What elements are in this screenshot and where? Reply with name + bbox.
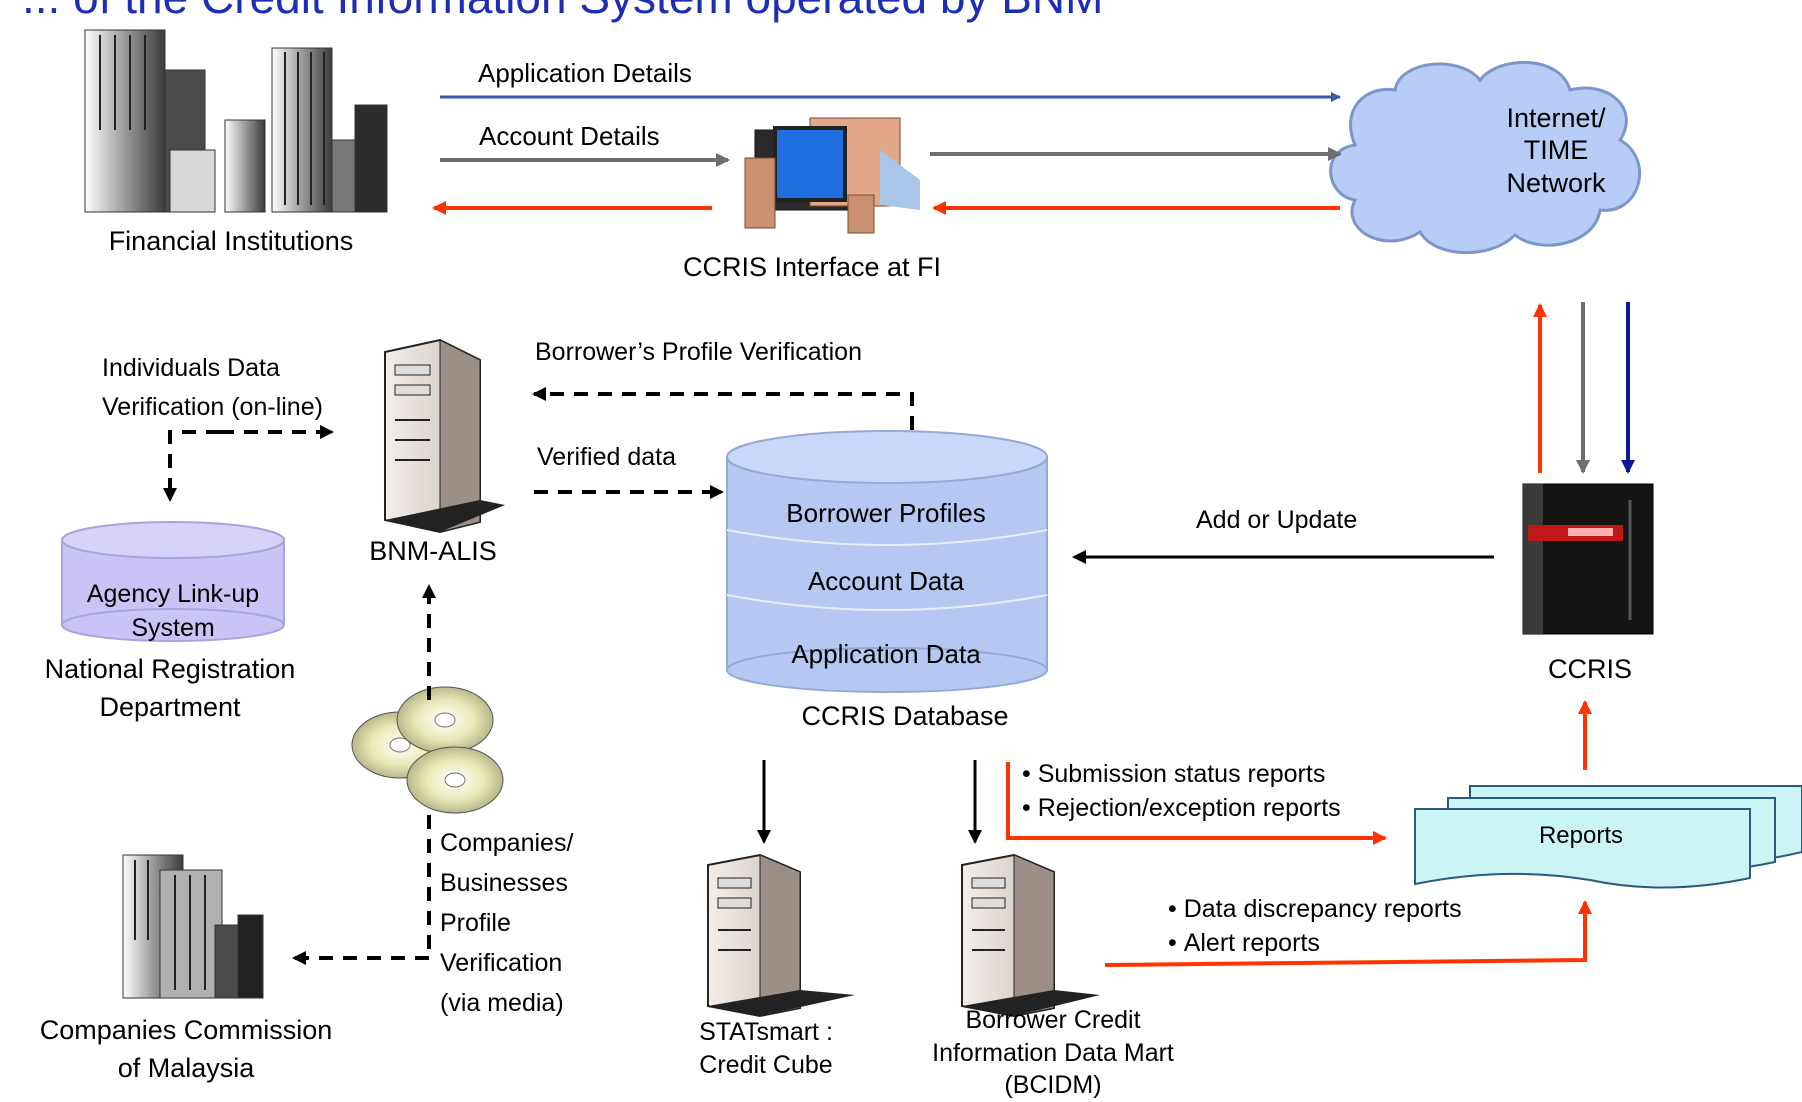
- companies-profile-verification-label: Companies/ Businesses Profile Verificati…: [440, 823, 573, 1023]
- individuals-data-verification-label: Individuals Data Verification (on-line): [102, 349, 323, 427]
- agency-link-up-label: Agency Link-up System: [87, 578, 259, 646]
- borrower-profile-verification-label: Borrower’s Profile Verification: [535, 338, 862, 366]
- submission-status-label: Submission status reports: [1022, 758, 1341, 792]
- bcidm-line-1: Borrower Credit: [965, 1006, 1141, 1034]
- agency-link-up-cylinder: [61, 521, 285, 642]
- db-application-data-label: Application Data: [791, 639, 981, 669]
- internet-line-3: Network: [1506, 167, 1606, 198]
- bcidm-line-2: Information Data Mart: [932, 1038, 1174, 1067]
- ccris-label: CCRIS: [1547, 654, 1633, 684]
- agency-line-2: System: [131, 613, 215, 642]
- internet-line-1: Internet/: [1506, 103, 1606, 133]
- indiv-line-1: Individuals Data: [102, 354, 280, 382]
- computer-terminal-icon: [744, 117, 920, 234]
- nrd-line-1: National Registration: [44, 654, 296, 684]
- internet-line-2: TIME: [1523, 135, 1589, 166]
- nrd-line-2: Department: [99, 691, 241, 722]
- companies-line-2: Businesses: [440, 869, 568, 897]
- ccris-database-label: CCRIS Database: [801, 701, 1009, 731]
- statsmart-line-2: Credit Cube: [699, 1050, 833, 1079]
- bcidm-server-icon: [961, 853, 1100, 1018]
- submission-reports-list: Submission status reports Rejection/exce…: [1022, 758, 1341, 826]
- statsmart-line-1: STATsmart :: [699, 1018, 833, 1046]
- reports-document-stack: [1414, 785, 1802, 889]
- account-details-label: Account Details: [479, 121, 660, 151]
- agency-line-1: Agency Link-up: [86, 580, 260, 608]
- internet-cloud-shape: [1329, 60, 1642, 255]
- verified-data-label: Verified data: [537, 443, 676, 471]
- companies-line-4: Verification: [440, 949, 563, 977]
- bcidm-line-3: (BCIDM): [1004, 1071, 1102, 1099]
- add-or-update-label: Add or Update: [1196, 506, 1358, 534]
- statsmart-label: STATsmart : Credit Cube: [699, 1016, 833, 1081]
- national-registration-label: National Registration Department: [45, 651, 296, 727]
- bcidm-label: Borrower Credit Information Data Mart (B…: [932, 1004, 1174, 1102]
- data-discrepancy-label: Data discrepancy reports: [1168, 893, 1462, 927]
- diagram-title: ... of the Credit Information System ope…: [22, 0, 1103, 24]
- alert-reports-label: Alert reports: [1168, 927, 1462, 961]
- financial-institutions-buildings-icon: [84, 29, 388, 213]
- companies-line-5: (via media): [440, 989, 564, 1017]
- indiv-line-2: Verification (on-line): [102, 392, 323, 421]
- companies-line-3: Profile: [440, 909, 511, 937]
- statsmart-server-icon: [707, 853, 855, 1018]
- cd-media-icon: [351, 686, 504, 814]
- discrepancy-reports-list: Data discrepancy reports Alert reports: [1168, 893, 1462, 961]
- rejection-exception-label: Rejection/exception reports: [1022, 792, 1341, 826]
- db-to-reports-red-arrow: [1006, 762, 1387, 845]
- bnm-alis-server-icon: [384, 338, 505, 534]
- financial-institutions-label: Financial Institutions: [108, 226, 354, 256]
- db-account-data-label: Account Data: [807, 566, 965, 596]
- reports-label: Reports: [1538, 822, 1624, 849]
- ccris-database-cylinder: [726, 430, 1048, 693]
- application-details-label: Application Details: [478, 58, 692, 88]
- bcidm-to-reports-red-arrow: [1104, 900, 1592, 967]
- companies-commission-building-icon: [122, 854, 264, 999]
- internet-network-label: Internet/ TIME Network: [1506, 102, 1605, 199]
- indiv-to-agency-dashed-arrow: [163, 430, 220, 502]
- bnm-alis-label: BNM-ALIS: [369, 536, 497, 566]
- ccm-line-2: of Malaysia: [117, 1052, 255, 1083]
- ccris-mainframe-icon: [1522, 483, 1654, 635]
- ccm-line-1: Companies Commission: [39, 1015, 333, 1045]
- borrower-profile-verification-dashed-arrow: [532, 387, 914, 430]
- db-borrower-profiles-label: Borrower Profiles: [786, 498, 986, 528]
- ccris-interface-label: CCRIS Interface at FI: [682, 252, 942, 282]
- companies-line-1: Companies/: [440, 829, 574, 857]
- companies-commission-label: Companies Commission of Malaysia: [40, 1012, 333, 1088]
